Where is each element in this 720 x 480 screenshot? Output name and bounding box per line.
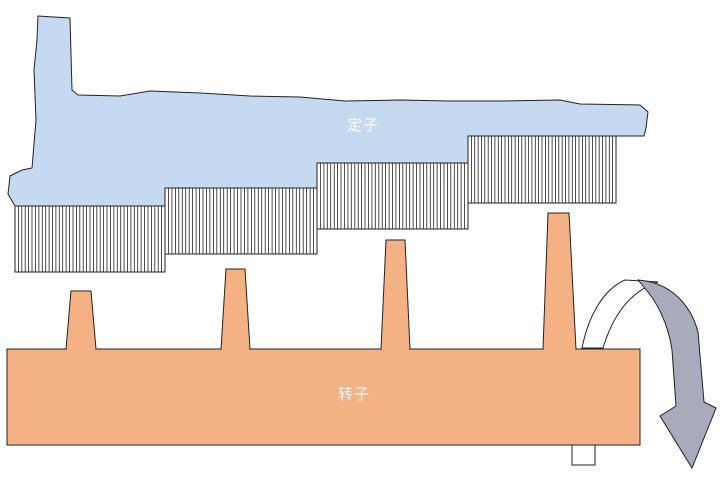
rotation-arrow xyxy=(581,279,717,470)
rotor-tooth-1 xyxy=(65,290,97,350)
rotor-tooth-3 xyxy=(380,239,411,350)
shaft-stub xyxy=(571,444,596,466)
rotor-joint-cover xyxy=(67,347,95,351)
rotation-arrow-front xyxy=(636,279,717,470)
rotor-body xyxy=(6,348,641,446)
rotor-tooth-2 xyxy=(220,268,251,350)
rotor-tooth-4 xyxy=(542,212,577,350)
rotor-label: 转子 xyxy=(338,385,371,403)
stator-body xyxy=(7,15,649,207)
brush-bristles xyxy=(17,135,613,272)
rotor-joint-cover xyxy=(222,347,249,351)
stator-label: 定子 xyxy=(347,116,380,134)
rotor xyxy=(6,212,641,446)
rotor-joint-cover xyxy=(544,347,575,351)
rotor-joint-cover xyxy=(382,347,409,351)
rotation-arrow-back xyxy=(581,279,659,349)
